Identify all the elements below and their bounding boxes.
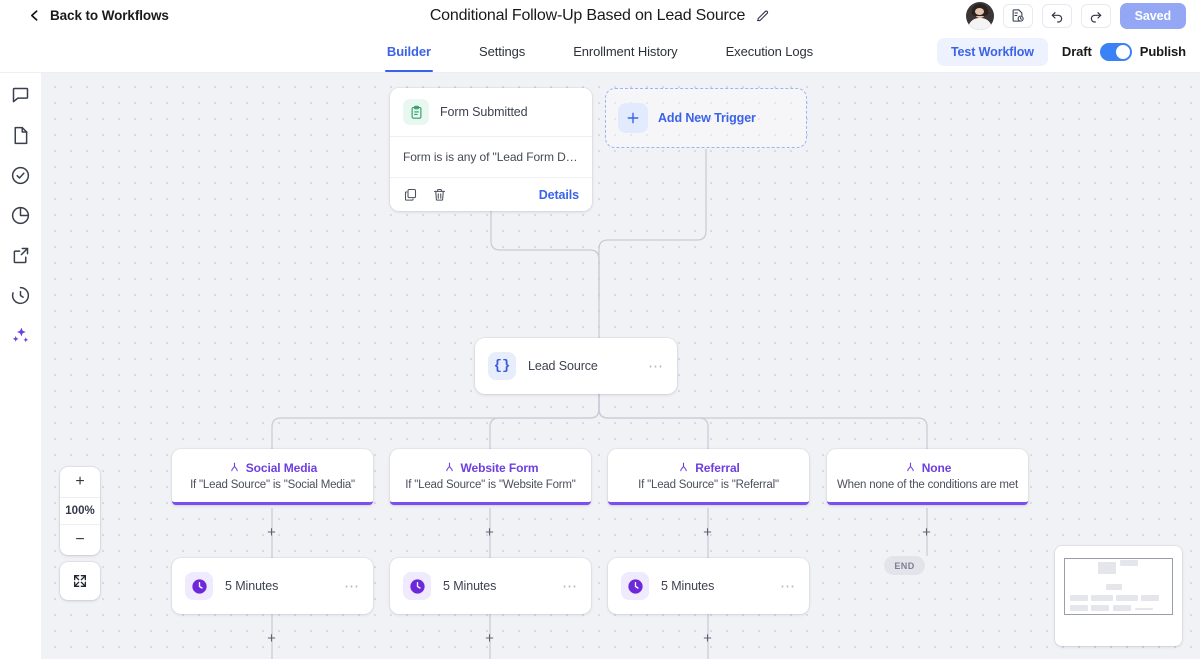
branch-card-referral[interactable]: Referral If "Lead Source" is "Referral" bbox=[608, 449, 809, 505]
tab-bar-actions: Test Workflow Draft Publish bbox=[936, 31, 1186, 72]
branch-condition: When none of the conditions are met bbox=[837, 478, 1018, 491]
saved-button[interactable]: Saved bbox=[1119, 2, 1186, 29]
back-to-workflows-button[interactable]: Back to Workflows bbox=[28, 8, 169, 23]
tab-execution-logs[interactable]: Execution Logs bbox=[725, 44, 814, 59]
zoom-controls: + 100% − bbox=[60, 467, 100, 555]
check-circle-icon[interactable] bbox=[10, 165, 31, 186]
chevron-left-icon bbox=[30, 10, 38, 21]
add-step-plus-after-wait-2[interactable]: + bbox=[485, 630, 494, 647]
workflow-canvas[interactable]: + + + + + + + + Form Submitted Form is i… bbox=[41, 73, 1200, 659]
add-step-plus-branch-2[interactable]: + bbox=[485, 524, 494, 541]
tab-settings[interactable]: Settings bbox=[479, 44, 526, 59]
trigger-card-footer: Details bbox=[390, 178, 592, 211]
branch-icon bbox=[906, 462, 914, 472]
trigger-condition: Form is is any of "Lead Form Digital ... bbox=[390, 136, 592, 178]
branch-card-none[interactable]: None When none of the conditions are met bbox=[827, 449, 1028, 505]
clock-history-icon[interactable] bbox=[10, 285, 31, 306]
branch-condition: If "Lead Source" is "Social Media" bbox=[190, 478, 355, 491]
left-rail bbox=[0, 73, 41, 659]
canvas-minimap[interactable] bbox=[1055, 546, 1182, 646]
chat-bubble-icon[interactable] bbox=[10, 85, 31, 106]
curly-braces-icon: {} bbox=[488, 352, 516, 380]
zoom-out-button[interactable]: − bbox=[75, 531, 85, 548]
wait-label: 5 Minutes bbox=[661, 579, 715, 593]
wait-node-menu-button[interactable]: ⋯ bbox=[780, 578, 796, 595]
branch-icon bbox=[231, 462, 238, 472]
copy-icon[interactable] bbox=[403, 187, 418, 202]
draft-publish-toggle[interactable] bbox=[1099, 42, 1132, 61]
undo-icon bbox=[1051, 11, 1062, 23]
add-step-plus-after-wait-3[interactable]: + bbox=[703, 630, 712, 647]
branch-icon bbox=[445, 462, 453, 472]
back-to-workflows-label: Back to Workflows bbox=[50, 8, 169, 23]
pie-chart-icon[interactable] bbox=[10, 205, 31, 226]
wait-node-menu-button[interactable]: ⋯ bbox=[344, 578, 360, 595]
external-link-icon[interactable] bbox=[10, 245, 31, 266]
add-step-plus-branch-1[interactable]: + bbox=[267, 524, 276, 541]
publish-toggle-group: Draft Publish bbox=[1061, 42, 1186, 61]
file-icon[interactable] bbox=[10, 125, 31, 146]
wait-node-menu-button[interactable]: ⋯ bbox=[562, 578, 578, 595]
connector-edges bbox=[271, 149, 928, 659]
page-title: Conditional Follow-Up Based on Lead Sour… bbox=[429, 6, 746, 24]
branch-condition: If "Lead Source" is "Website Form" bbox=[405, 478, 576, 491]
version-history-button[interactable] bbox=[1002, 3, 1033, 28]
trigger-title: Form Submitted bbox=[440, 105, 528, 119]
minimap-viewport bbox=[1064, 558, 1173, 615]
tab-bar: Builder Settings Enrollment History Exec… bbox=[0, 31, 1200, 73]
plus-icon bbox=[618, 103, 648, 133]
end-badge: END bbox=[884, 556, 925, 575]
document-history-icon bbox=[1012, 9, 1024, 22]
lead-source-node[interactable]: {} Lead Source ⋯ bbox=[475, 338, 677, 394]
trigger-card[interactable]: Form Submitted Form is is any of "Lead F… bbox=[390, 88, 592, 211]
draft-label: Draft bbox=[1061, 44, 1092, 59]
tab-builder[interactable]: Builder bbox=[384, 31, 434, 72]
lead-source-label: Lead Source bbox=[528, 359, 598, 373]
avatar[interactable] bbox=[965, 1, 994, 30]
branch-icon bbox=[680, 462, 687, 472]
branch-card-social-media[interactable]: Social Media If "Lead Source" is "Social… bbox=[172, 449, 373, 505]
add-step-plus-branch-3[interactable]: + bbox=[703, 524, 712, 541]
add-step-plus-after-wait-1[interactable]: + bbox=[267, 630, 276, 647]
trigger-card-header: Form Submitted bbox=[390, 88, 592, 136]
wait-node-1[interactable]: 5 Minutes ⋯ bbox=[172, 558, 373, 614]
branch-card-website-form[interactable]: Website Form If "Lead Source" is "Websit… bbox=[390, 449, 591, 505]
zoom-in-button[interactable]: + bbox=[75, 473, 85, 490]
clock-icon bbox=[185, 572, 213, 600]
test-workflow-button[interactable]: Test Workflow bbox=[936, 37, 1048, 66]
branch-title: Website Form bbox=[460, 460, 539, 475]
clipboard-icon bbox=[403, 99, 429, 125]
add-step-plus-branch-4[interactable]: + bbox=[922, 524, 931, 541]
sparkle-ai-icon[interactable] bbox=[10, 325, 31, 346]
tab-enrollment-history[interactable]: Enrollment History bbox=[573, 44, 678, 59]
clock-icon bbox=[403, 572, 431, 600]
pencil-icon[interactable] bbox=[755, 8, 770, 23]
zoom-level-label: 100% bbox=[60, 497, 100, 525]
tab-list: Builder Settings Enrollment History Exec… bbox=[0, 31, 1200, 72]
branch-title: None bbox=[921, 460, 952, 475]
branch-title: Social Media bbox=[245, 460, 318, 475]
wait-node-2[interactable]: 5 Minutes ⋯ bbox=[390, 558, 591, 614]
undo-button[interactable] bbox=[1041, 3, 1072, 28]
trash-icon[interactable] bbox=[432, 187, 447, 202]
publish-label: Publish bbox=[1139, 44, 1186, 59]
add-new-trigger-label: Add New Trigger bbox=[658, 111, 756, 125]
top-bar-actions: Saved bbox=[965, 0, 1186, 31]
redo-button[interactable] bbox=[1080, 3, 1111, 28]
clock-icon bbox=[621, 572, 649, 600]
wait-label: 5 Minutes bbox=[443, 579, 497, 593]
wait-node-3[interactable]: 5 Minutes ⋯ bbox=[608, 558, 809, 614]
redo-icon bbox=[1090, 11, 1101, 23]
fullscreen-icon bbox=[74, 575, 86, 587]
add-new-trigger-button[interactable]: Add New Trigger bbox=[605, 88, 807, 148]
top-bar: Back to Workflows Conditional Follow-Up … bbox=[0, 0, 1200, 31]
branch-condition: If "Lead Source" is "Referral" bbox=[638, 478, 779, 491]
trigger-details-link[interactable]: Details bbox=[538, 187, 579, 202]
fit-to-screen-button[interactable] bbox=[60, 562, 100, 600]
lead-source-menu-button[interactable]: ⋯ bbox=[648, 358, 664, 375]
branch-title: Referral bbox=[695, 460, 740, 475]
wait-label: 5 Minutes bbox=[225, 579, 279, 593]
